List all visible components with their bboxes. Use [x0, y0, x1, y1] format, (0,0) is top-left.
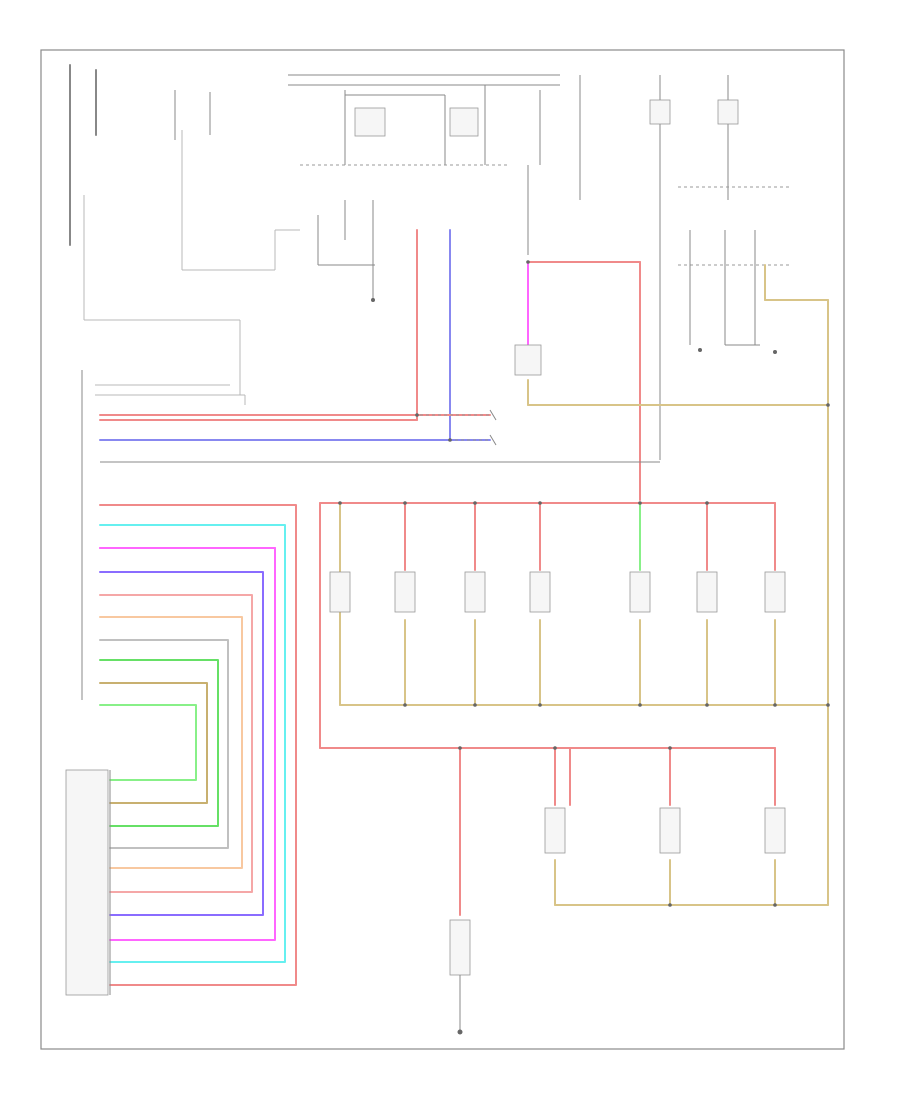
fuse-2 — [717, 99, 739, 125]
data-line-bundle — [65, 504, 297, 996]
switch-row — [319, 502, 829, 749]
switch-6 — [696, 571, 718, 613]
switch-5 — [629, 571, 651, 613]
diagram-frame — [40, 49, 845, 1050]
switch-7 — [764, 571, 786, 613]
combination-switch-connector — [65, 769, 109, 996]
switch-4 — [529, 571, 551, 613]
top-left-switch-group — [69, 64, 300, 395]
top-center-relay-group — [288, 74, 560, 302]
lower-switch-group — [449, 747, 829, 1035]
junction-dots — [338, 260, 830, 907]
top-right-relay-group — [527, 75, 790, 460]
switch-11 — [449, 919, 471, 976]
switch-10 — [764, 807, 786, 854]
switch-2 — [394, 571, 416, 613]
relay-switch-2 — [449, 107, 479, 137]
switch-9 — [659, 807, 681, 854]
fuse-1 — [649, 99, 671, 125]
lamp-component — [514, 344, 542, 376]
vertical-feeds — [416, 229, 829, 906]
switch-1 — [329, 571, 351, 613]
relay-switch — [354, 107, 386, 137]
main-harness — [81, 370, 660, 700]
switch-8 — [544, 807, 566, 854]
switch-3 — [464, 571, 486, 613]
